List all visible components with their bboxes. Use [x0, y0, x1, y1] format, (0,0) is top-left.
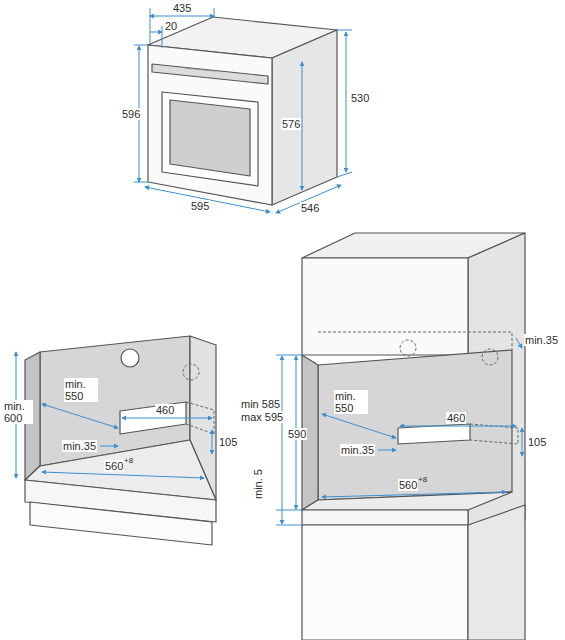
dimension-label: 576: [281, 118, 301, 130]
dimension-label: min. 550: [334, 390, 368, 414]
dimension-label: 560: [104, 460, 124, 472]
dimension-label: min.35: [62, 440, 97, 452]
dimension-label: +8: [123, 456, 134, 465]
dimension-label: 20: [164, 20, 178, 32]
dimension-label: 546: [300, 202, 320, 214]
dimension-label: min 585: [240, 398, 281, 410]
dimension-label: min.35: [340, 444, 375, 456]
dimension-label: min.35: [524, 334, 559, 346]
dimension-label: 105: [218, 436, 238, 448]
dimension-label: 460: [155, 404, 175, 416]
dimension-label: min. 600: [3, 400, 33, 424]
dimension-label: 560: [398, 479, 418, 491]
dimension-label: 530: [350, 92, 370, 104]
dimension-label: min. 550: [64, 378, 98, 402]
dimension-label: 435: [172, 2, 192, 14]
dimension-label: 105: [527, 436, 547, 448]
dimension-label: max 595: [240, 411, 284, 423]
dimension-label: 460: [446, 412, 466, 424]
dimension-label: min. 5: [252, 468, 264, 500]
dimension-label: 590: [287, 428, 307, 440]
dimension-label: 596: [121, 108, 141, 120]
dimension-label: +8: [417, 475, 428, 484]
dimension-label: 595: [190, 200, 210, 212]
